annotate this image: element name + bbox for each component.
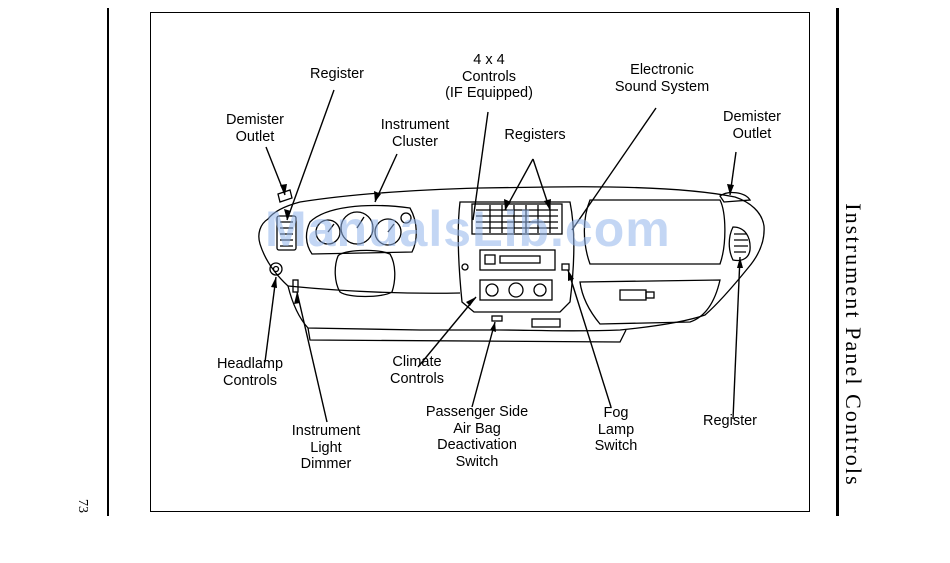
label-headlamp-controls: Headlamp Controls bbox=[217, 356, 283, 389]
right-register-vent bbox=[729, 227, 750, 261]
glove-box bbox=[580, 280, 720, 324]
watermark: ManualsLib.com bbox=[265, 200, 671, 258]
section-title: Instrument Panel Controls bbox=[838, 175, 868, 515]
left-margin-rule bbox=[107, 8, 109, 516]
label-register-right: Register bbox=[703, 413, 757, 430]
label-instrument-light-dimmer: Instrument Light Dimmer bbox=[292, 423, 361, 473]
label-electronic-sound-system: Electronic Sound System bbox=[615, 62, 709, 95]
label-fog-lamp-switch: Fog Lamp Switch bbox=[595, 405, 638, 455]
label-air-bag-switch: Passenger Side Air Bag Deactivation Swit… bbox=[426, 404, 528, 470]
fog-lamp-switch bbox=[562, 264, 569, 270]
label-4x4-controls: 4 x 4 Controls (IF Equipped) bbox=[445, 52, 533, 102]
label-climate-controls: Climate Controls bbox=[390, 354, 444, 387]
label-register-left: Register bbox=[310, 66, 364, 83]
air-bag-switch bbox=[492, 316, 502, 321]
label-demister-outlet-right: Demister Outlet bbox=[723, 109, 781, 142]
instrument-panel-diagram: Register 4 x 4 Controls (IF Equipped) El… bbox=[150, 12, 810, 512]
label-demister-outlet-left: Demister Outlet bbox=[226, 112, 284, 145]
page-number: 73 bbox=[72, 496, 92, 516]
label-registers-center: Registers bbox=[504, 127, 565, 144]
label-instrument-cluster: Instrument Cluster bbox=[381, 117, 450, 150]
